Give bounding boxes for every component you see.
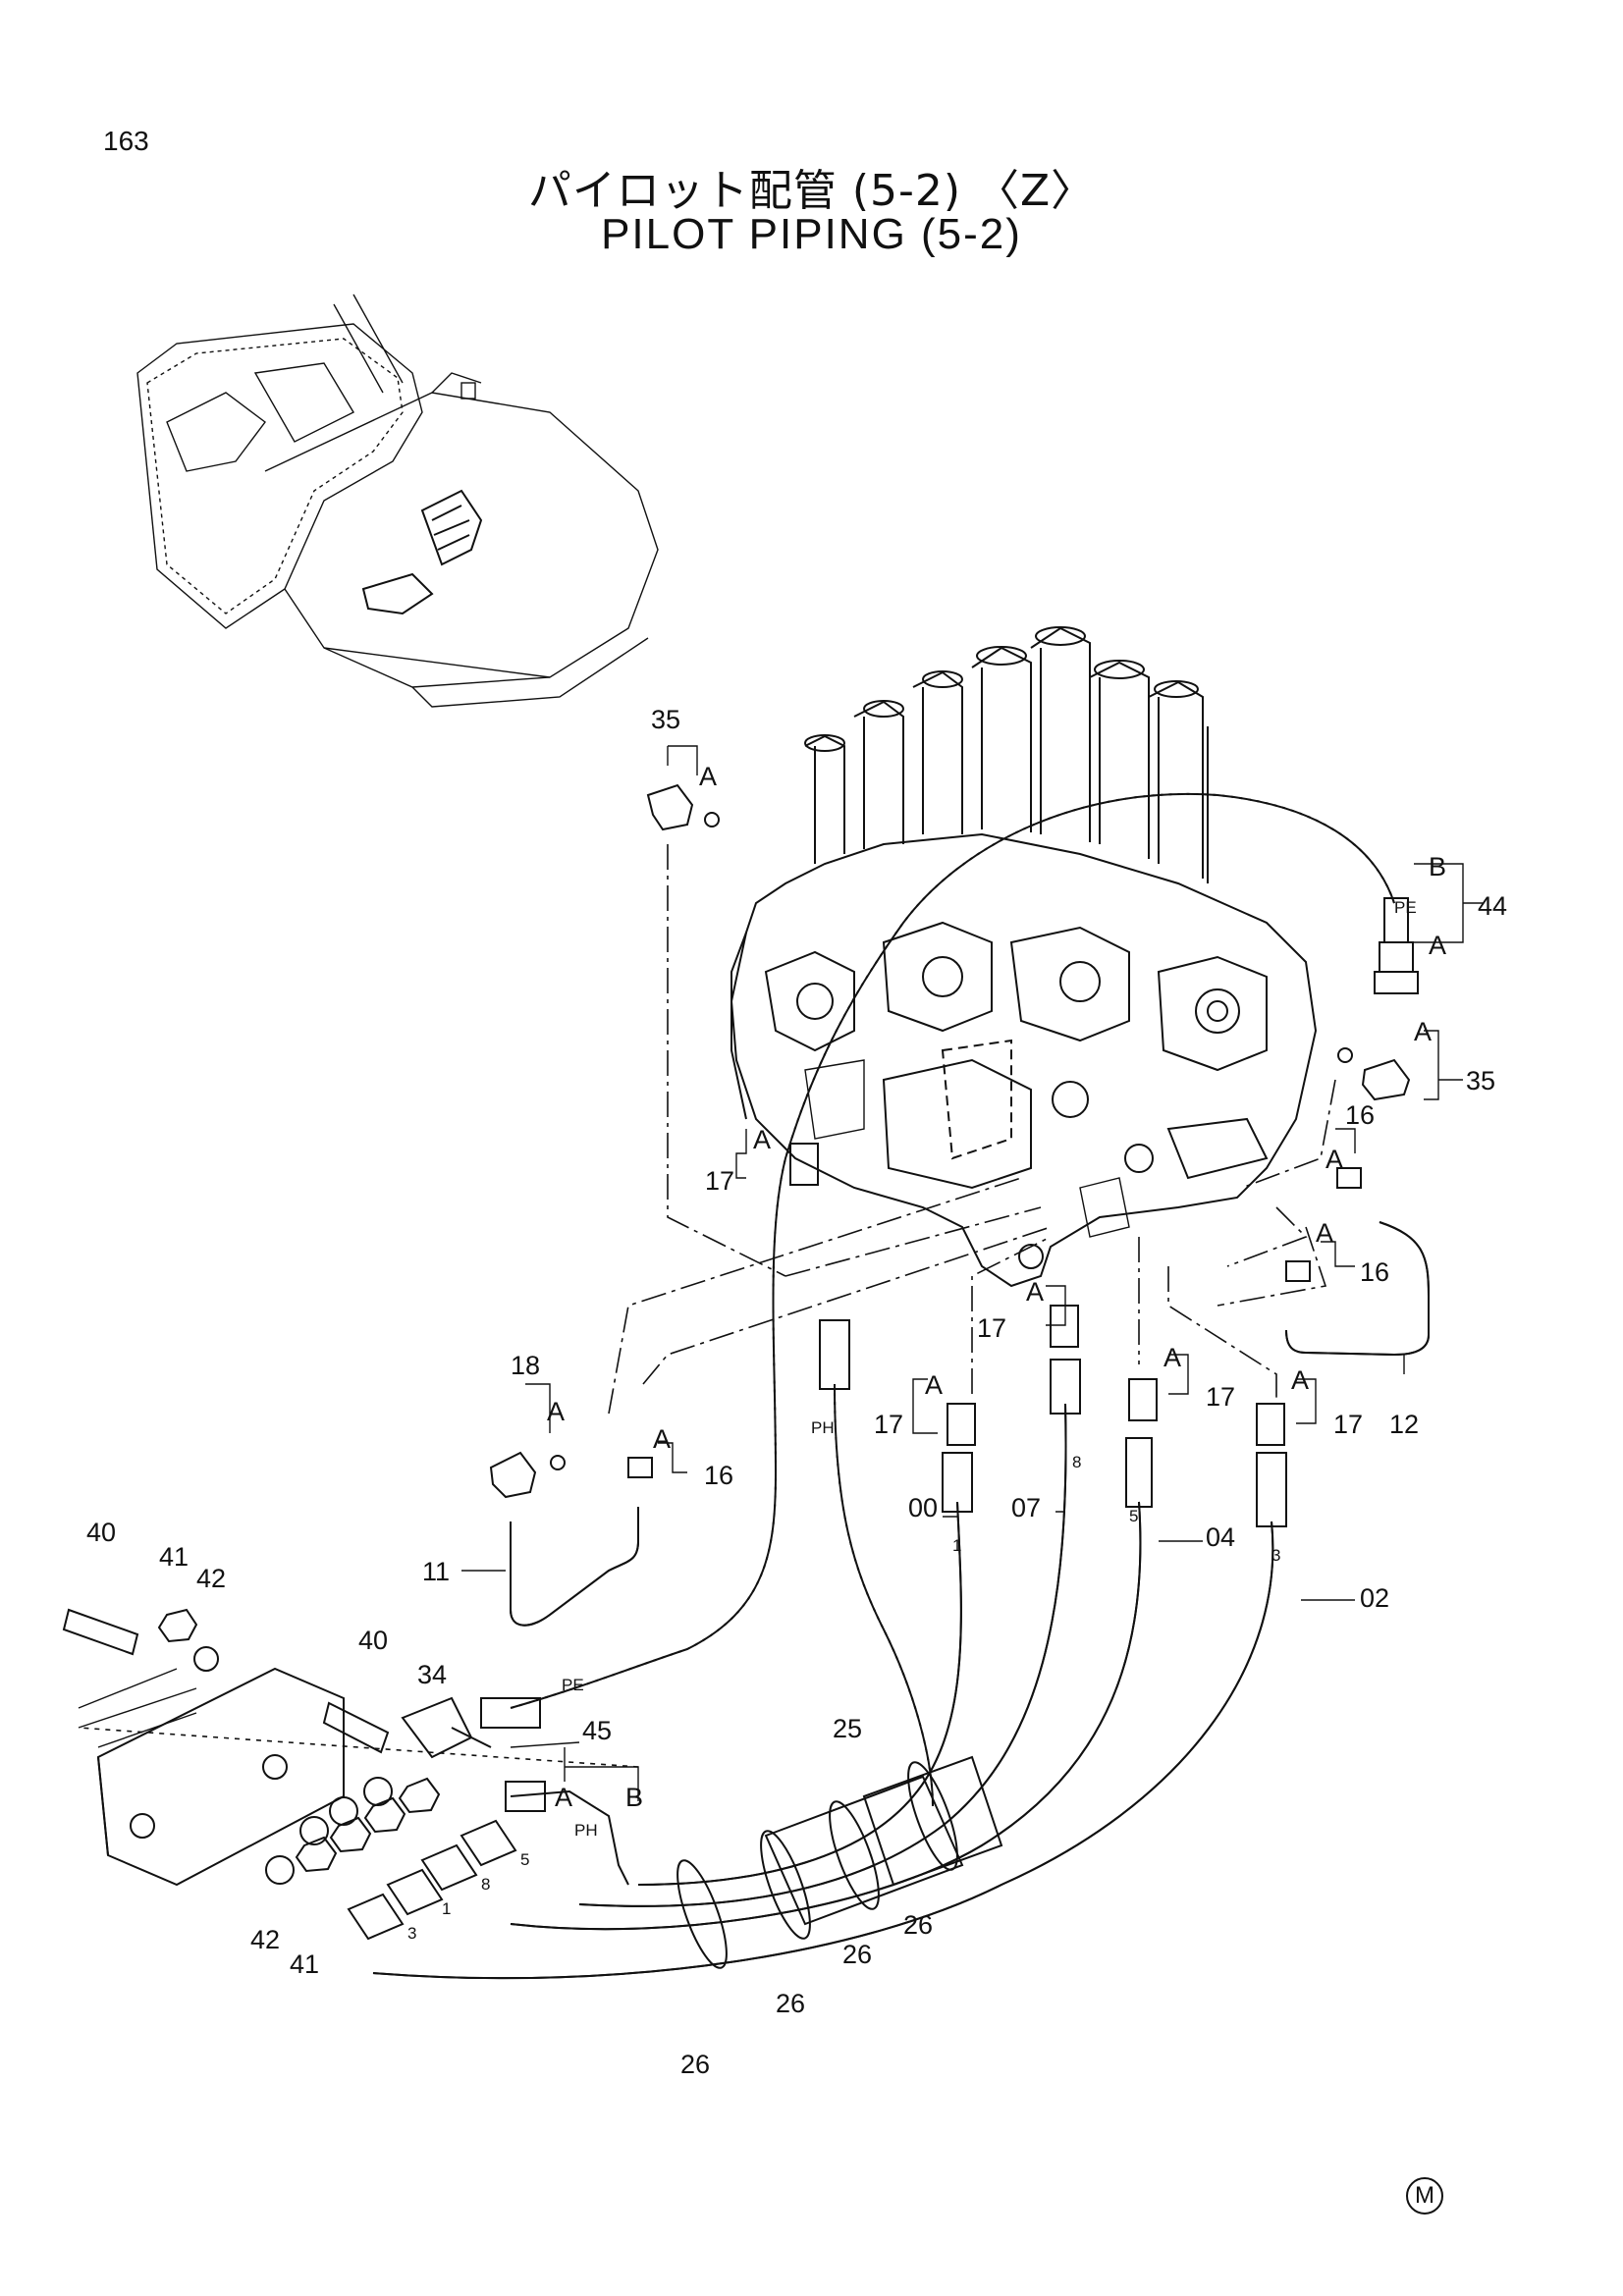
label-a-44: A — [1429, 931, 1446, 960]
callout-11: 11 — [422, 1557, 450, 1586]
hose-mark-5-top: 5 — [1129, 1507, 1138, 1525]
control-valve-block — [730, 626, 1318, 1288]
callout-40-mid: 40 — [358, 1626, 388, 1655]
label-a-17-low: A — [925, 1370, 943, 1400]
callout-16-left: 16 — [704, 1461, 733, 1490]
callout-41-bottom: 41 — [290, 1949, 319, 1979]
callout-34: 34 — [417, 1660, 447, 1689]
hose-mark-3-top: 3 — [1271, 1546, 1280, 1565]
callout-17-mid: 17 — [977, 1313, 1006, 1343]
label-b-45: B — [625, 1783, 643, 1812]
hose-mark-3-bottom: 3 — [407, 1924, 416, 1943]
callout-17-left: 17 — [705, 1166, 734, 1196]
corner-circle-mark: M — [1406, 2177, 1443, 2215]
label-b-44: B — [1429, 852, 1446, 881]
callout-16-right: 16 — [1345, 1100, 1375, 1130]
callout-16-lower: 16 — [1360, 1257, 1389, 1287]
page-number: 163 — [103, 126, 149, 156]
callout-41-top: 41 — [159, 1542, 189, 1572]
callout-45: 45 — [582, 1716, 612, 1745]
callout-04: 04 — [1206, 1522, 1235, 1552]
callout-26-lower: 26 — [776, 1989, 805, 2018]
callout-18: 18 — [511, 1351, 540, 1380]
callout-labels: 35 A B PE 44 A A 35 16 A A 16 A 17 A 17 … — [86, 705, 1507, 2079]
leader-lines — [78, 745, 1483, 1801]
hose-mark-1-bottom: 1 — [442, 1899, 451, 1918]
label-a-16-lower: A — [1316, 1218, 1333, 1248]
label-pe-44: PE — [1394, 898, 1417, 917]
callout-25: 25 — [833, 1714, 862, 1743]
callout-17-low: 17 — [874, 1410, 903, 1439]
callout-02: 02 — [1360, 1583, 1389, 1613]
callout-35-top: 35 — [651, 705, 680, 734]
callout-26-bottom: 26 — [680, 2050, 710, 2079]
label-a-17-mid: A — [1026, 1277, 1044, 1307]
label-a-17-right: A — [1291, 1365, 1309, 1395]
page-title-english: PILOT PIPING (5-2) — [601, 210, 1022, 258]
callout-17-centre: 17 — [1206, 1382, 1235, 1412]
label-a-16-right: A — [1325, 1145, 1343, 1174]
label-ph-hose: PH — [811, 1418, 835, 1437]
label-a-17-left: A — [753, 1125, 771, 1154]
hose-mark-8-bottom: 8 — [481, 1875, 490, 1894]
label-a-45: A — [555, 1783, 572, 1812]
label-a-16-left: A — [653, 1424, 671, 1454]
label-ph-45: PH — [574, 1821, 598, 1840]
callout-40-left: 40 — [86, 1518, 116, 1547]
hose-bundle — [372, 793, 1395, 1980]
page-title-japanese: パイロット配管 (5-2) 〈Z〉 — [527, 166, 1096, 216]
callout-26-right: 26 — [903, 1910, 933, 1940]
callout-07: 07 — [1011, 1493, 1041, 1522]
label-pe-sensor: PE — [562, 1676, 584, 1694]
callout-42-bottom: 42 — [250, 1925, 280, 1954]
hose-mark-1-top: 1 — [952, 1536, 961, 1555]
callout-44: 44 — [1478, 891, 1507, 921]
callout-26-middle: 26 — [842, 1940, 872, 1969]
callout-12: 12 — [1389, 1410, 1419, 1439]
fittings — [62, 783, 1430, 1941]
label-a-17-centre: A — [1163, 1343, 1181, 1372]
callout-35-right: 35 — [1466, 1066, 1495, 1095]
excavator-inset-illustration — [136, 294, 659, 708]
hose-mark-8-top: 8 — [1072, 1453, 1081, 1471]
label-a-18: A — [547, 1397, 565, 1426]
callout-42-top: 42 — [196, 1564, 226, 1593]
label-a-35-top: A — [699, 762, 717, 791]
callout-00: 00 — [908, 1493, 938, 1522]
hose-mark-5-bottom: 5 — [520, 1850, 529, 1869]
label-a-35-right: A — [1414, 1017, 1432, 1046]
callout-17-right: 17 — [1333, 1410, 1363, 1439]
